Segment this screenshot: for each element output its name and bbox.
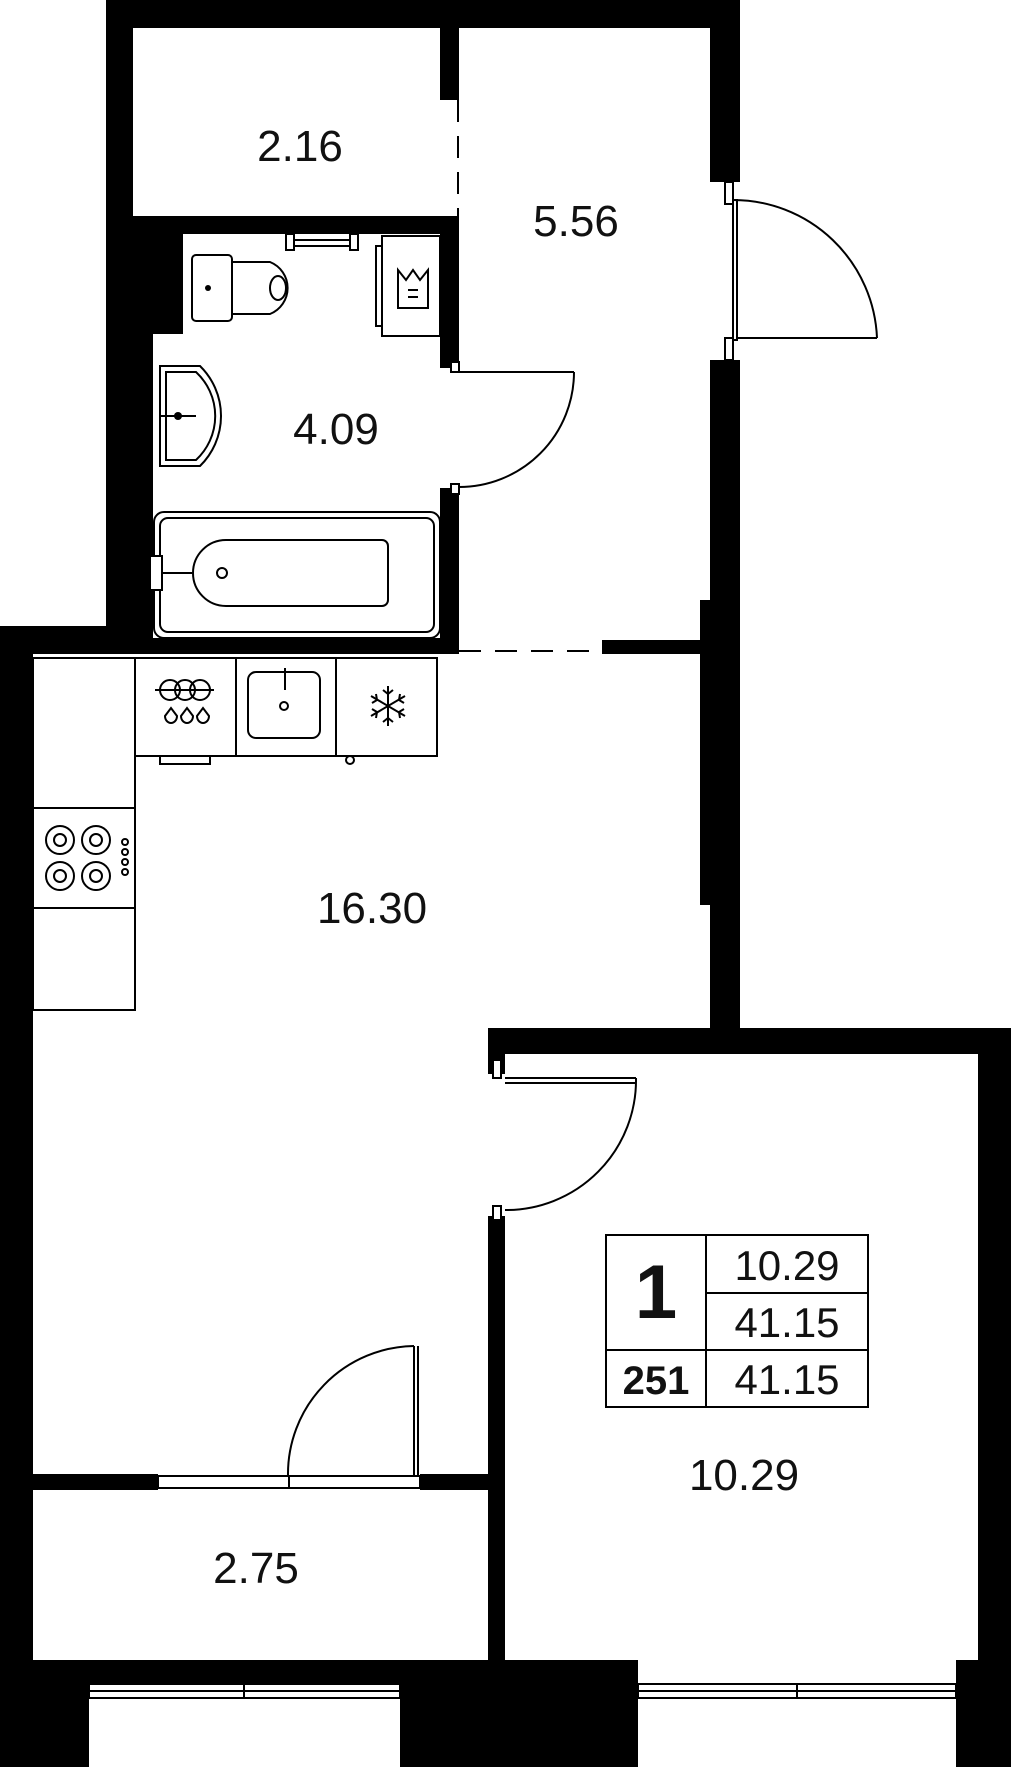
washbasin-icon (159, 365, 223, 467)
room-area-pantry: 2.16 (257, 122, 343, 171)
bathtub-icon (149, 511, 441, 639)
apartment-info-table: 1 251 10.29 41.15 41.15 (605, 1234, 869, 1408)
total-area: 41.15 (734, 1299, 839, 1346)
room-area-bedroom: 10.29 (689, 1451, 799, 1500)
rooms-count: 1 (635, 1250, 677, 1335)
openings (457, 100, 602, 652)
living-area: 10.29 (734, 1242, 839, 1289)
apartment-number: 251 (623, 1359, 690, 1403)
windows (88, 1683, 957, 1699)
towel-rail-icon (285, 233, 359, 251)
washing-machine-icon (375, 235, 441, 337)
room-area-bathroom: 4.09 (293, 405, 379, 454)
room-area-balcony: 2.75 (213, 1544, 299, 1593)
total-area-secondary: 41.15 (734, 1356, 839, 1403)
toilet-icon (191, 254, 289, 322)
snowflake-icon (370, 686, 406, 726)
doors (157, 181, 878, 1489)
kitchen-sink-icon (247, 668, 321, 739)
room-area-kitchen-living: 16.30 (317, 884, 427, 933)
room-area-hallway: 5.56 (533, 197, 619, 246)
dishwasher-icon (155, 679, 214, 724)
stove-icon (45, 825, 129, 891)
